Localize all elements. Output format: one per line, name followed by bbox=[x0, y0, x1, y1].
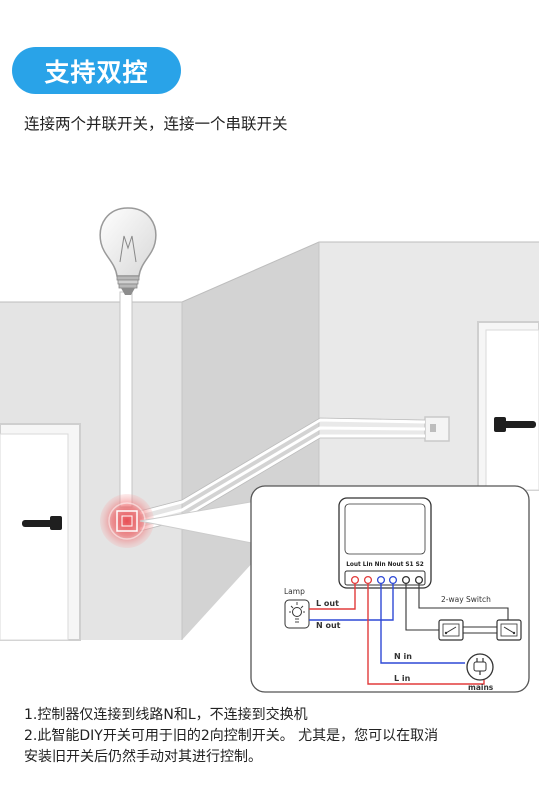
note-line-2: 2.此智能DIY开关可用于旧的2向控制开关。 尤其是，您可以在取消 bbox=[24, 728, 439, 744]
terminal-lout bbox=[350, 575, 360, 585]
wire-nout bbox=[309, 583, 394, 621]
terminal-lin bbox=[363, 575, 373, 585]
two-way-switch-icon bbox=[438, 619, 464, 641]
light-bulb-icon bbox=[99, 207, 157, 295]
lamp-icon bbox=[284, 599, 310, 629]
lout-label: L out bbox=[316, 599, 339, 608]
nin-label: N in bbox=[394, 652, 412, 661]
wire-s1 bbox=[405, 583, 439, 631]
mains-plug-icon bbox=[466, 653, 494, 681]
note-line-1: 1.控制器仅连接到线路N和L，不连接到交换机 bbox=[24, 707, 308, 723]
lin-label: L in bbox=[394, 674, 411, 683]
wire-s2 bbox=[418, 583, 509, 622]
title-pill: 支持双控 bbox=[12, 47, 181, 94]
lamp-wire-channel bbox=[119, 291, 133, 508]
module-glow bbox=[100, 494, 154, 548]
two-way-switch-icon bbox=[496, 619, 522, 641]
wire-lin bbox=[367, 583, 485, 685]
switch-label: 2-way Switch bbox=[441, 595, 491, 604]
lamp-label: Lamp bbox=[284, 587, 305, 596]
page-subtitle: 连接两个并联开关，连接一个串联开关 bbox=[24, 115, 288, 133]
note-line-3: 安装旧开关后仍然手动对其进行控制。 bbox=[24, 749, 262, 765]
smart-module: Lout Lin Nin Nout S1 S2 bbox=[338, 497, 432, 589]
wall-switch bbox=[424, 416, 450, 442]
mains-label: mains bbox=[468, 683, 494, 692]
notes: 1.控制器仅连接到线路N和L，不连接到交换机 2.此智能DIY开关可用于旧的2向… bbox=[24, 705, 529, 768]
nout-label: N out bbox=[316, 621, 341, 630]
terminal-nin bbox=[376, 575, 386, 585]
wire-lout bbox=[309, 583, 356, 610]
terminal-s2 bbox=[414, 575, 424, 585]
terminal-s1 bbox=[401, 575, 411, 585]
terminal-labels: Lout Lin Nin Nout S1 S2 bbox=[346, 562, 424, 568]
page-title: 支持双控 bbox=[44, 57, 149, 87]
wire-nin bbox=[380, 583, 465, 664]
terminal-nout bbox=[388, 575, 398, 585]
